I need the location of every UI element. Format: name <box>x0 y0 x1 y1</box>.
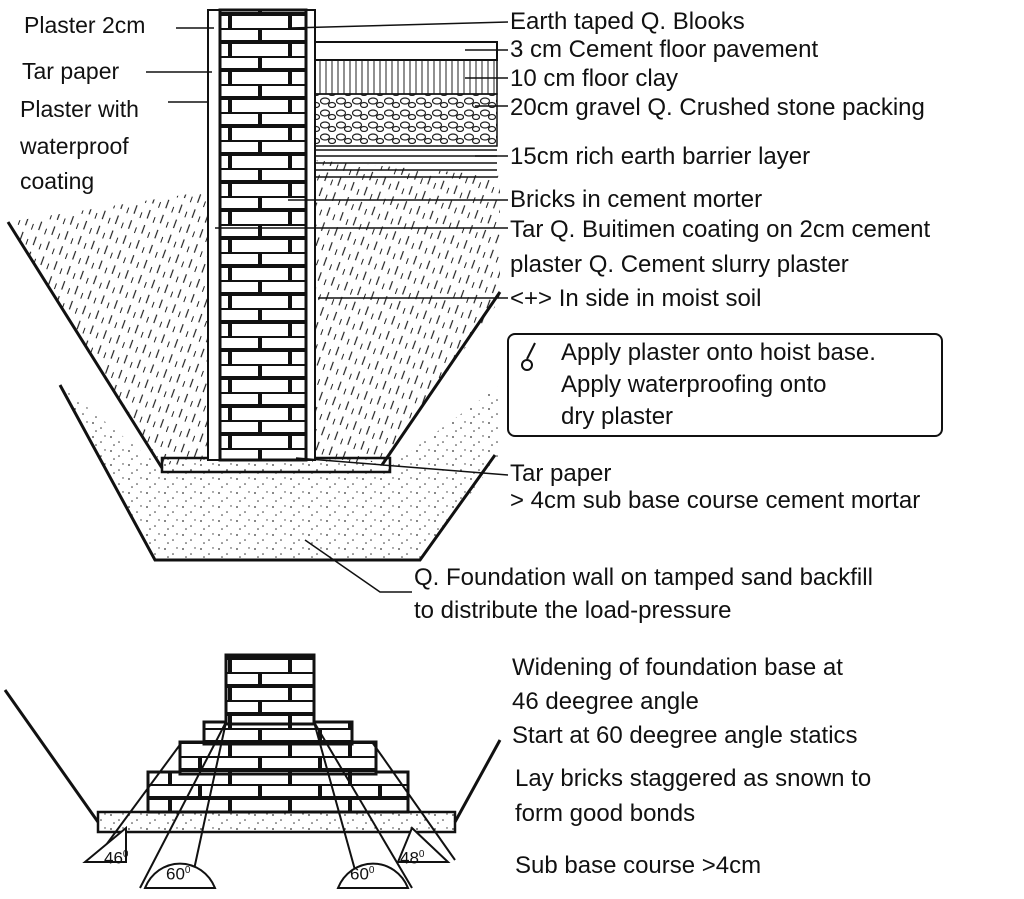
upper-section <box>6 8 502 562</box>
label-pavement: 3 cm Cement floor pavement <box>510 36 819 63</box>
label-clay: 10 cm floor clay <box>510 65 679 92</box>
label-widening-2: 46 deegree angle <box>512 688 699 715</box>
label-plaster-waterproof-1: Plaster with <box>20 96 139 122</box>
label-barrier: 15cm rich earth barrier layer <box>510 143 811 170</box>
note-line-1: Apply plaster onto hoist base. <box>561 339 876 366</box>
note-line-2: Apply waterproofing onto <box>561 371 827 398</box>
label-start-60: Start at 60 deegree angle statics <box>512 722 858 749</box>
angle-60-left: 600 <box>166 864 191 884</box>
pin-icon <box>521 342 536 371</box>
label-bricks: Bricks in cement morter <box>510 186 763 213</box>
leader-lines <box>146 21 509 593</box>
label-plaster-waterproof-3: coating <box>20 168 95 194</box>
label-plaster-2cm: Plaster 2cm <box>24 12 146 38</box>
label-widening-1: Widening of foundation base at <box>512 654 843 681</box>
label-tar-1: Tar Q. Buitimen coating on 2cm cement <box>510 216 931 243</box>
label-base-tar-paper: Tar paper <box>510 460 612 487</box>
label-moist: <+> In side in moist soil <box>510 285 762 312</box>
label-earth: Earth taped Q. Blooks <box>510 8 745 35</box>
label-tar-2: plaster Q. Cement slurry plaster <box>510 251 849 278</box>
label-lay-bricks-2: form good bonds <box>515 800 696 827</box>
note-box: Apply plaster onto hoist base. Apply wat… <box>507 333 943 437</box>
label-gravel: 20cm gravel Q. Crushed stone packing <box>510 94 925 121</box>
angle-60-right: 600 <box>350 864 375 884</box>
label-tar-paper: Tar paper <box>22 58 120 84</box>
label-subbase-4cm: Sub base course >4cm <box>515 852 762 879</box>
note-line-3: dry plaster <box>561 403 674 430</box>
angle-48: 480 <box>400 848 425 868</box>
label-lay-bricks-1: Lay bricks staggered as snown to <box>515 765 872 792</box>
label-foundation-note-1: Q. Foundation wall on tamped sand backfi… <box>414 564 873 591</box>
label-base-subbase: > 4cm sub base course cement mortar <box>510 487 921 514</box>
angle-46: 460 <box>104 848 129 868</box>
label-foundation-note-2: to distribute the load-pressure <box>414 597 732 624</box>
label-plaster-waterproof-2: waterproof <box>20 133 129 159</box>
lower-section <box>3 653 502 889</box>
